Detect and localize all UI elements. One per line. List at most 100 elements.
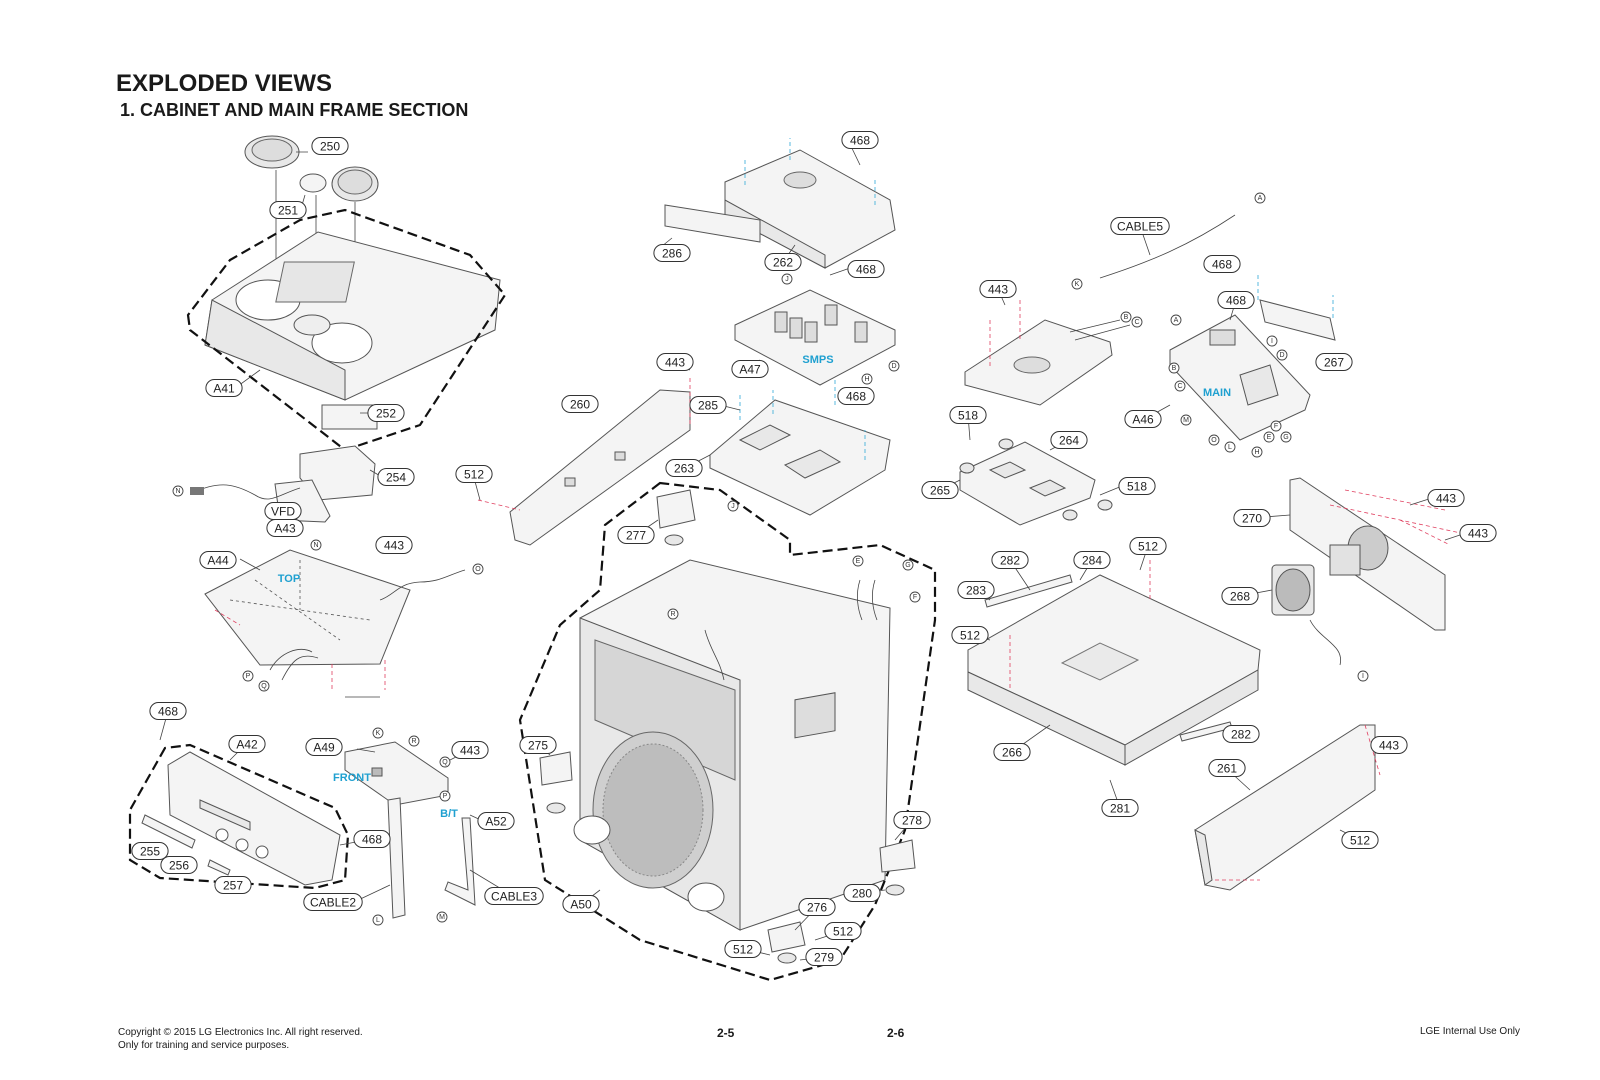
svg-text:Q: Q (261, 683, 267, 690)
cable3-ribbon (444, 817, 476, 906)
part-label-281: 281 (1101, 799, 1139, 817)
svg-text:A47: A47 (739, 363, 761, 377)
part-label-468: 468 (1203, 255, 1241, 273)
svg-text:A46: A46 (1132, 413, 1154, 427)
a42-assembly-outline (128, 743, 350, 890)
part-label-468: 468 (841, 131, 879, 149)
part-label-285: 285 (689, 396, 727, 414)
svg-text:255: 255 (140, 845, 160, 859)
svg-text:468: 468 (1212, 258, 1232, 272)
svg-text:O: O (1211, 437, 1217, 444)
connector-d: D (1276, 349, 1288, 361)
part-label-443: 443 (451, 741, 489, 759)
connector-b: B (1168, 362, 1180, 374)
svg-text:518: 518 (958, 409, 978, 423)
svg-text:468: 468 (850, 134, 870, 148)
svg-text:256: 256 (169, 859, 189, 873)
part-label-261: 261 (1208, 759, 1246, 777)
part-label-443: 443 (656, 353, 694, 371)
part-label-276: 276 (798, 898, 836, 916)
svg-text:A50: A50 (570, 898, 592, 912)
part-label-284: 284 (1073, 551, 1111, 569)
part-label-275: 275 (519, 736, 557, 754)
part-label-468: 468 (1217, 291, 1255, 309)
svg-text:252: 252 (376, 407, 396, 421)
knob-250-left (244, 135, 300, 169)
svg-text:B: B (1124, 314, 1129, 321)
part-label-262: 262 (764, 253, 802, 271)
part-255 (141, 814, 196, 849)
svg-text:G: G (905, 562, 910, 569)
side-panel-261 (1194, 724, 1376, 891)
part-label-283: 283 (957, 581, 995, 599)
part-label-518: 518 (1118, 477, 1156, 495)
part-label-a49: A49 (305, 738, 343, 756)
svg-text:512: 512 (733, 943, 753, 957)
svg-text:N: N (175, 488, 180, 495)
svg-text:512: 512 (1138, 540, 1158, 554)
svg-text:512: 512 (833, 925, 853, 939)
page-number-right: 2-6 (887, 1026, 905, 1040)
svg-text:257: 257 (223, 879, 243, 893)
svg-text:I: I (1271, 338, 1273, 345)
connector-a: A (1170, 314, 1182, 326)
connector-d: D (888, 360, 900, 372)
svg-text:M: M (1183, 417, 1189, 424)
page-number-left: 2-5 (717, 1026, 735, 1040)
svg-text:H: H (864, 376, 869, 383)
top-board-a44 (204, 549, 466, 681)
svg-text:254: 254 (386, 471, 406, 485)
svg-text:251: 251 (278, 204, 298, 218)
svg-text:J: J (785, 276, 789, 283)
part-label-266: 266 (993, 743, 1031, 761)
connector-h: H (1251, 446, 1263, 458)
svg-text:267: 267 (1324, 356, 1344, 370)
side-panel-260 (509, 389, 691, 546)
svg-text:468: 468 (362, 833, 382, 847)
svg-text:C: C (1177, 383, 1182, 390)
svg-text:278: 278 (902, 814, 922, 828)
svg-text:285: 285 (698, 399, 718, 413)
svg-text:A: A (1174, 317, 1179, 324)
part-label-a50: A50 (562, 895, 600, 913)
svg-text:443: 443 (460, 744, 480, 758)
svg-text:443: 443 (1436, 492, 1456, 506)
connector-n: N (310, 539, 322, 551)
part-label-443: 443 (979, 280, 1017, 298)
part-252 (321, 404, 378, 430)
cable2-ribbon (387, 797, 406, 919)
svg-text:VFD: VFD (271, 505, 295, 519)
fan-268 (1271, 564, 1342, 666)
purpose-text: Only for training and service purposes. (118, 1040, 290, 1051)
connector-q: Q (439, 756, 451, 768)
connector-q: Q (258, 680, 270, 692)
part-label-279: 279 (805, 948, 843, 966)
cable5-harness (1099, 214, 1236, 279)
part-label-250: 250 (311, 137, 349, 155)
svg-text:E: E (856, 558, 861, 565)
board-name-b-t: B/T (440, 808, 458, 820)
part-label-252: 252 (367, 404, 405, 422)
connector-j: J (727, 500, 739, 512)
part-label-468: 468 (837, 387, 875, 405)
svg-text:263: 263 (674, 462, 694, 476)
part-label-vfd: VFD (264, 502, 302, 520)
connector-f: F (909, 591, 921, 603)
part-label-256: 256 (160, 856, 198, 874)
part-label-278: 278 (893, 811, 931, 829)
svg-text:J: J (731, 503, 735, 510)
rear-panel-270 (1289, 477, 1446, 631)
svg-text:265: 265 (930, 484, 950, 498)
part-label-cable3: CABLE3 (484, 887, 544, 905)
svg-text:443: 443 (384, 539, 404, 553)
svg-text:C: C (1134, 319, 1139, 326)
svg-text:512: 512 (1350, 834, 1370, 848)
part-label-255: 255 (131, 842, 169, 860)
part-label-265: 265 (921, 481, 959, 499)
svg-text:MAIN: MAIN (1203, 387, 1231, 399)
part-label-468: 468 (353, 830, 391, 848)
footer-copyright: Copyright © 2015 LG Electronics Inc. All… (118, 1026, 363, 1052)
top-cabinet-a41 (204, 231, 501, 401)
svg-text:284: 284 (1082, 554, 1102, 568)
svg-text:262: 262 (773, 256, 793, 270)
